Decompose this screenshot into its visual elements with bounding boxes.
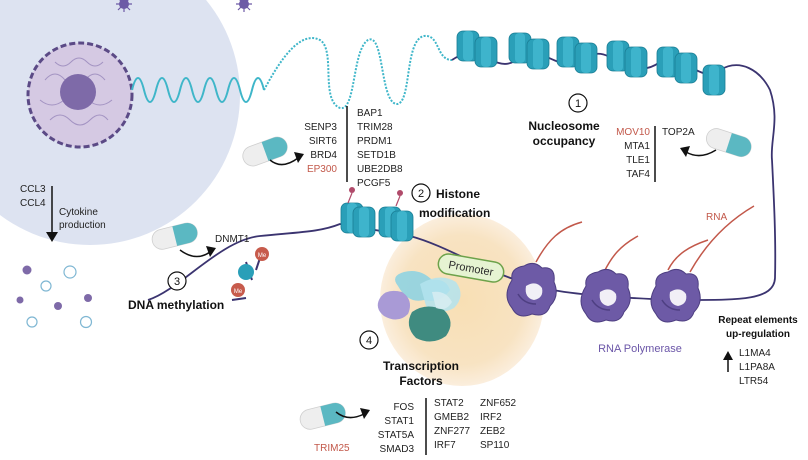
gene-name: SP110 <box>480 440 510 451</box>
repeat-element: L1PA8A <box>739 362 775 373</box>
gene-name: PRDM1 <box>357 136 392 147</box>
gene-name: TLE1 <box>626 155 650 166</box>
gene-name: BAP1 <box>357 108 383 119</box>
gene-name: SETD1B <box>357 150 396 161</box>
gene-name: TRIM28 <box>357 122 393 133</box>
gene-name: PCGF5 <box>357 178 391 189</box>
cytokine-gene: CCL3 <box>20 184 46 195</box>
gene-name: UBE2DB8 <box>357 164 403 175</box>
curved-arrow-heads <box>206 146 690 419</box>
repeat-element: LTR54 <box>739 376 769 387</box>
rna-polymerase <box>650 268 701 323</box>
gene-name: FOS <box>393 402 414 413</box>
promoter-capsule <box>437 253 505 283</box>
drug-pill-icon <box>703 125 755 160</box>
gene-name: SENP3 <box>304 122 337 133</box>
me-mark-label: Me <box>258 253 267 259</box>
nucleosome-title: Nucleosome <box>528 119 600 133</box>
gene-name: IRF2 <box>480 412 502 423</box>
dna-methylation-title: DNA methylation <box>128 298 224 312</box>
step-number-4: 4 <box>366 335 372 347</box>
gene-name: STAT1 <box>384 416 414 427</box>
rna-polymerase-label: RNA Polymerase <box>598 343 682 355</box>
step-number-1: 1 <box>575 98 581 110</box>
step-number-3: 3 <box>174 276 180 288</box>
gene-name: STAT2 <box>434 398 464 409</box>
curved-arrows <box>179 149 717 419</box>
virus-icon <box>235 0 253 13</box>
nucleolus <box>60 74 96 110</box>
dna-loops <box>263 34 453 109</box>
histone-title: Histone <box>436 187 480 201</box>
gene-name: IRF7 <box>434 440 456 451</box>
transcription-factor-complex <box>377 271 461 342</box>
histone-nucleosomes <box>340 187 414 242</box>
histone-title: modification <box>419 206 490 220</box>
gene-name: TAF4 <box>626 169 650 180</box>
gene-name: ZNF652 <box>480 398 517 409</box>
separator-bars <box>346 106 656 455</box>
gene-name-red: MOV10 <box>616 127 650 138</box>
drug-pill-icon <box>239 133 291 170</box>
nucleosome-title: occupancy <box>533 134 596 148</box>
rna-strands <box>535 205 755 273</box>
gene-name: ZNF277 <box>434 426 471 437</box>
gene-name: TOP2A <box>662 127 695 138</box>
gene-name: SIRT6 <box>309 136 338 147</box>
gene-name: ZEB2 <box>480 426 505 437</box>
gene-name-red: EP300 <box>307 164 337 175</box>
rna-polymerase <box>506 262 557 317</box>
cytokine-gene: CCL4 <box>20 198 46 209</box>
transcription-title: Factors <box>399 374 443 388</box>
methylation-marks <box>231 247 269 301</box>
cytokine-arrow-label: production <box>59 220 106 231</box>
drug-pill-icon <box>297 400 348 432</box>
step-number-2: 2 <box>418 188 424 200</box>
gene-name-red: TRIM25 <box>314 443 350 454</box>
cytokine-arrow-label: Cytokine <box>59 207 98 218</box>
promoter-glow <box>380 214 544 386</box>
me-mark-label: Me <box>234 289 243 295</box>
repeats-title: up-regulation <box>726 329 790 340</box>
step-circles <box>167 93 588 350</box>
gene-name: SMAD3 <box>380 444 415 455</box>
dna-coil <box>131 77 265 103</box>
gene-name: MTA1 <box>624 141 650 152</box>
cytokine-dots <box>16 265 93 329</box>
repeat-element: L1MA4 <box>739 348 771 359</box>
gene-name: DNMT1 <box>215 234 250 245</box>
cytokine-arrow-head <box>46 232 58 242</box>
repeats-title: Repeat elements <box>718 315 798 326</box>
gene-name: GMEB2 <box>434 412 469 423</box>
rna-label: RNA <box>706 212 727 223</box>
gene-name: BRD4 <box>310 150 337 161</box>
transcription-title: Transcription <box>383 359 459 373</box>
repeat-up-arrow-head <box>723 351 733 360</box>
gene-name: STAT5A <box>378 430 415 441</box>
rna-polymerase <box>580 268 631 323</box>
